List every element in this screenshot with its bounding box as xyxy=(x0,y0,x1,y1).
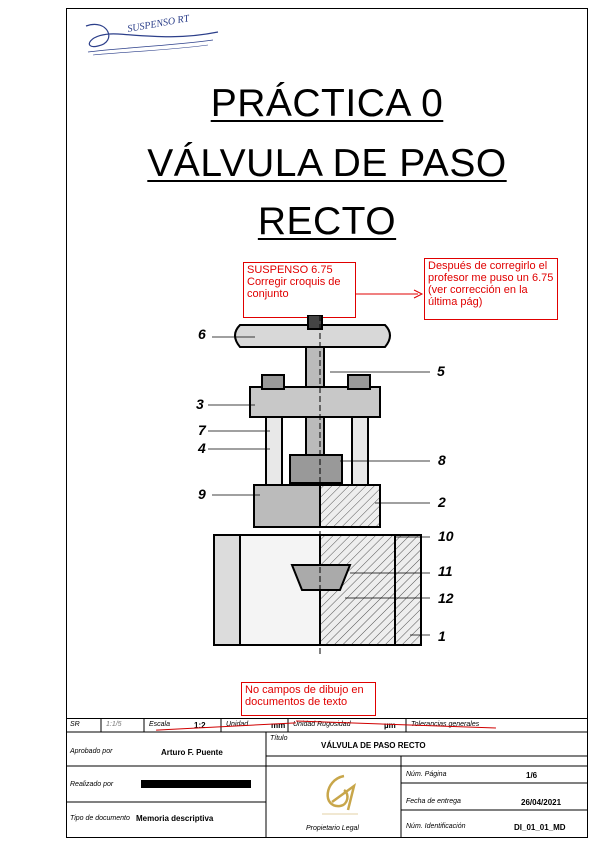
made-by-label: Realizado por xyxy=(70,781,114,788)
roughness-label: Unidad Rugosidad xyxy=(293,721,351,728)
page-label: Núm. Página xyxy=(406,771,447,778)
part-label-6: 6 xyxy=(198,326,206,342)
title-line-3: RECTO xyxy=(257,200,397,243)
part-label-9: 9 xyxy=(198,486,206,502)
drawing-field-note: No campos de dibujo en documentos de tex… xyxy=(241,682,376,716)
roughness-value: µm xyxy=(384,721,396,730)
part-label-3: 3 xyxy=(196,396,204,412)
tolerance-label: Tolerancias generales xyxy=(411,721,480,728)
part-label-8: 8 xyxy=(438,452,446,468)
part-label-12: 12 xyxy=(438,590,454,606)
correction-note: Después de corregirlo el profesor me pus… xyxy=(424,258,558,320)
owner-label: Propietario Legal xyxy=(306,825,359,832)
approved-label: Aprobado por xyxy=(70,748,113,755)
grade-note: SUSPENSO 6.75 Corregir croquis de conjun… xyxy=(243,262,356,318)
title-line-1: PRÁCTICA 0 xyxy=(210,82,444,125)
date-value: 26/04/2021 xyxy=(521,798,562,807)
part-label-1: 1 xyxy=(438,628,446,644)
part-label-11: 11 xyxy=(438,563,453,579)
title-value: VÁLVULA DE PASO RECTO xyxy=(321,741,426,750)
part-label-2: 2 xyxy=(438,494,446,510)
part-label-7: 7 xyxy=(198,422,206,438)
page-value: 1/6 xyxy=(526,771,538,780)
part-label-10: 10 xyxy=(438,528,454,544)
sr-label: SR xyxy=(70,721,80,728)
unit-value: mm xyxy=(271,721,286,730)
approved-value: Arturo F. Puente xyxy=(161,748,223,757)
company-logo xyxy=(322,774,358,815)
scale-label: Escala xyxy=(149,721,171,728)
title-block: SR 1:1/5 Escala 1:2 Unidad mm Unidad Rug… xyxy=(66,718,588,838)
doc-type-label: Tipo de documento xyxy=(70,815,130,822)
arrow-connector xyxy=(356,289,424,299)
valve-cross-section-drawing xyxy=(208,315,430,655)
signature-stamp: SUSPENSO RT xyxy=(85,13,219,56)
id-value: DI_01_01_MD xyxy=(514,823,566,832)
redacted-name xyxy=(141,780,251,788)
signature-text: SUSPENSO RT xyxy=(127,13,192,35)
sr-value: 1:1/5 xyxy=(106,721,122,728)
id-label: Núm. Identificación xyxy=(406,823,466,830)
date-label: Fecha de entrega xyxy=(406,798,461,805)
doc-type-value: Memoria descriptiva xyxy=(136,814,214,823)
title-label: Título xyxy=(270,735,288,742)
title-line-2: VÁLVULA DE PASO xyxy=(147,142,507,185)
part-label-5: 5 xyxy=(437,363,445,379)
scale-value: 1:2 xyxy=(194,721,206,730)
part-label-4: 4 xyxy=(198,440,206,456)
